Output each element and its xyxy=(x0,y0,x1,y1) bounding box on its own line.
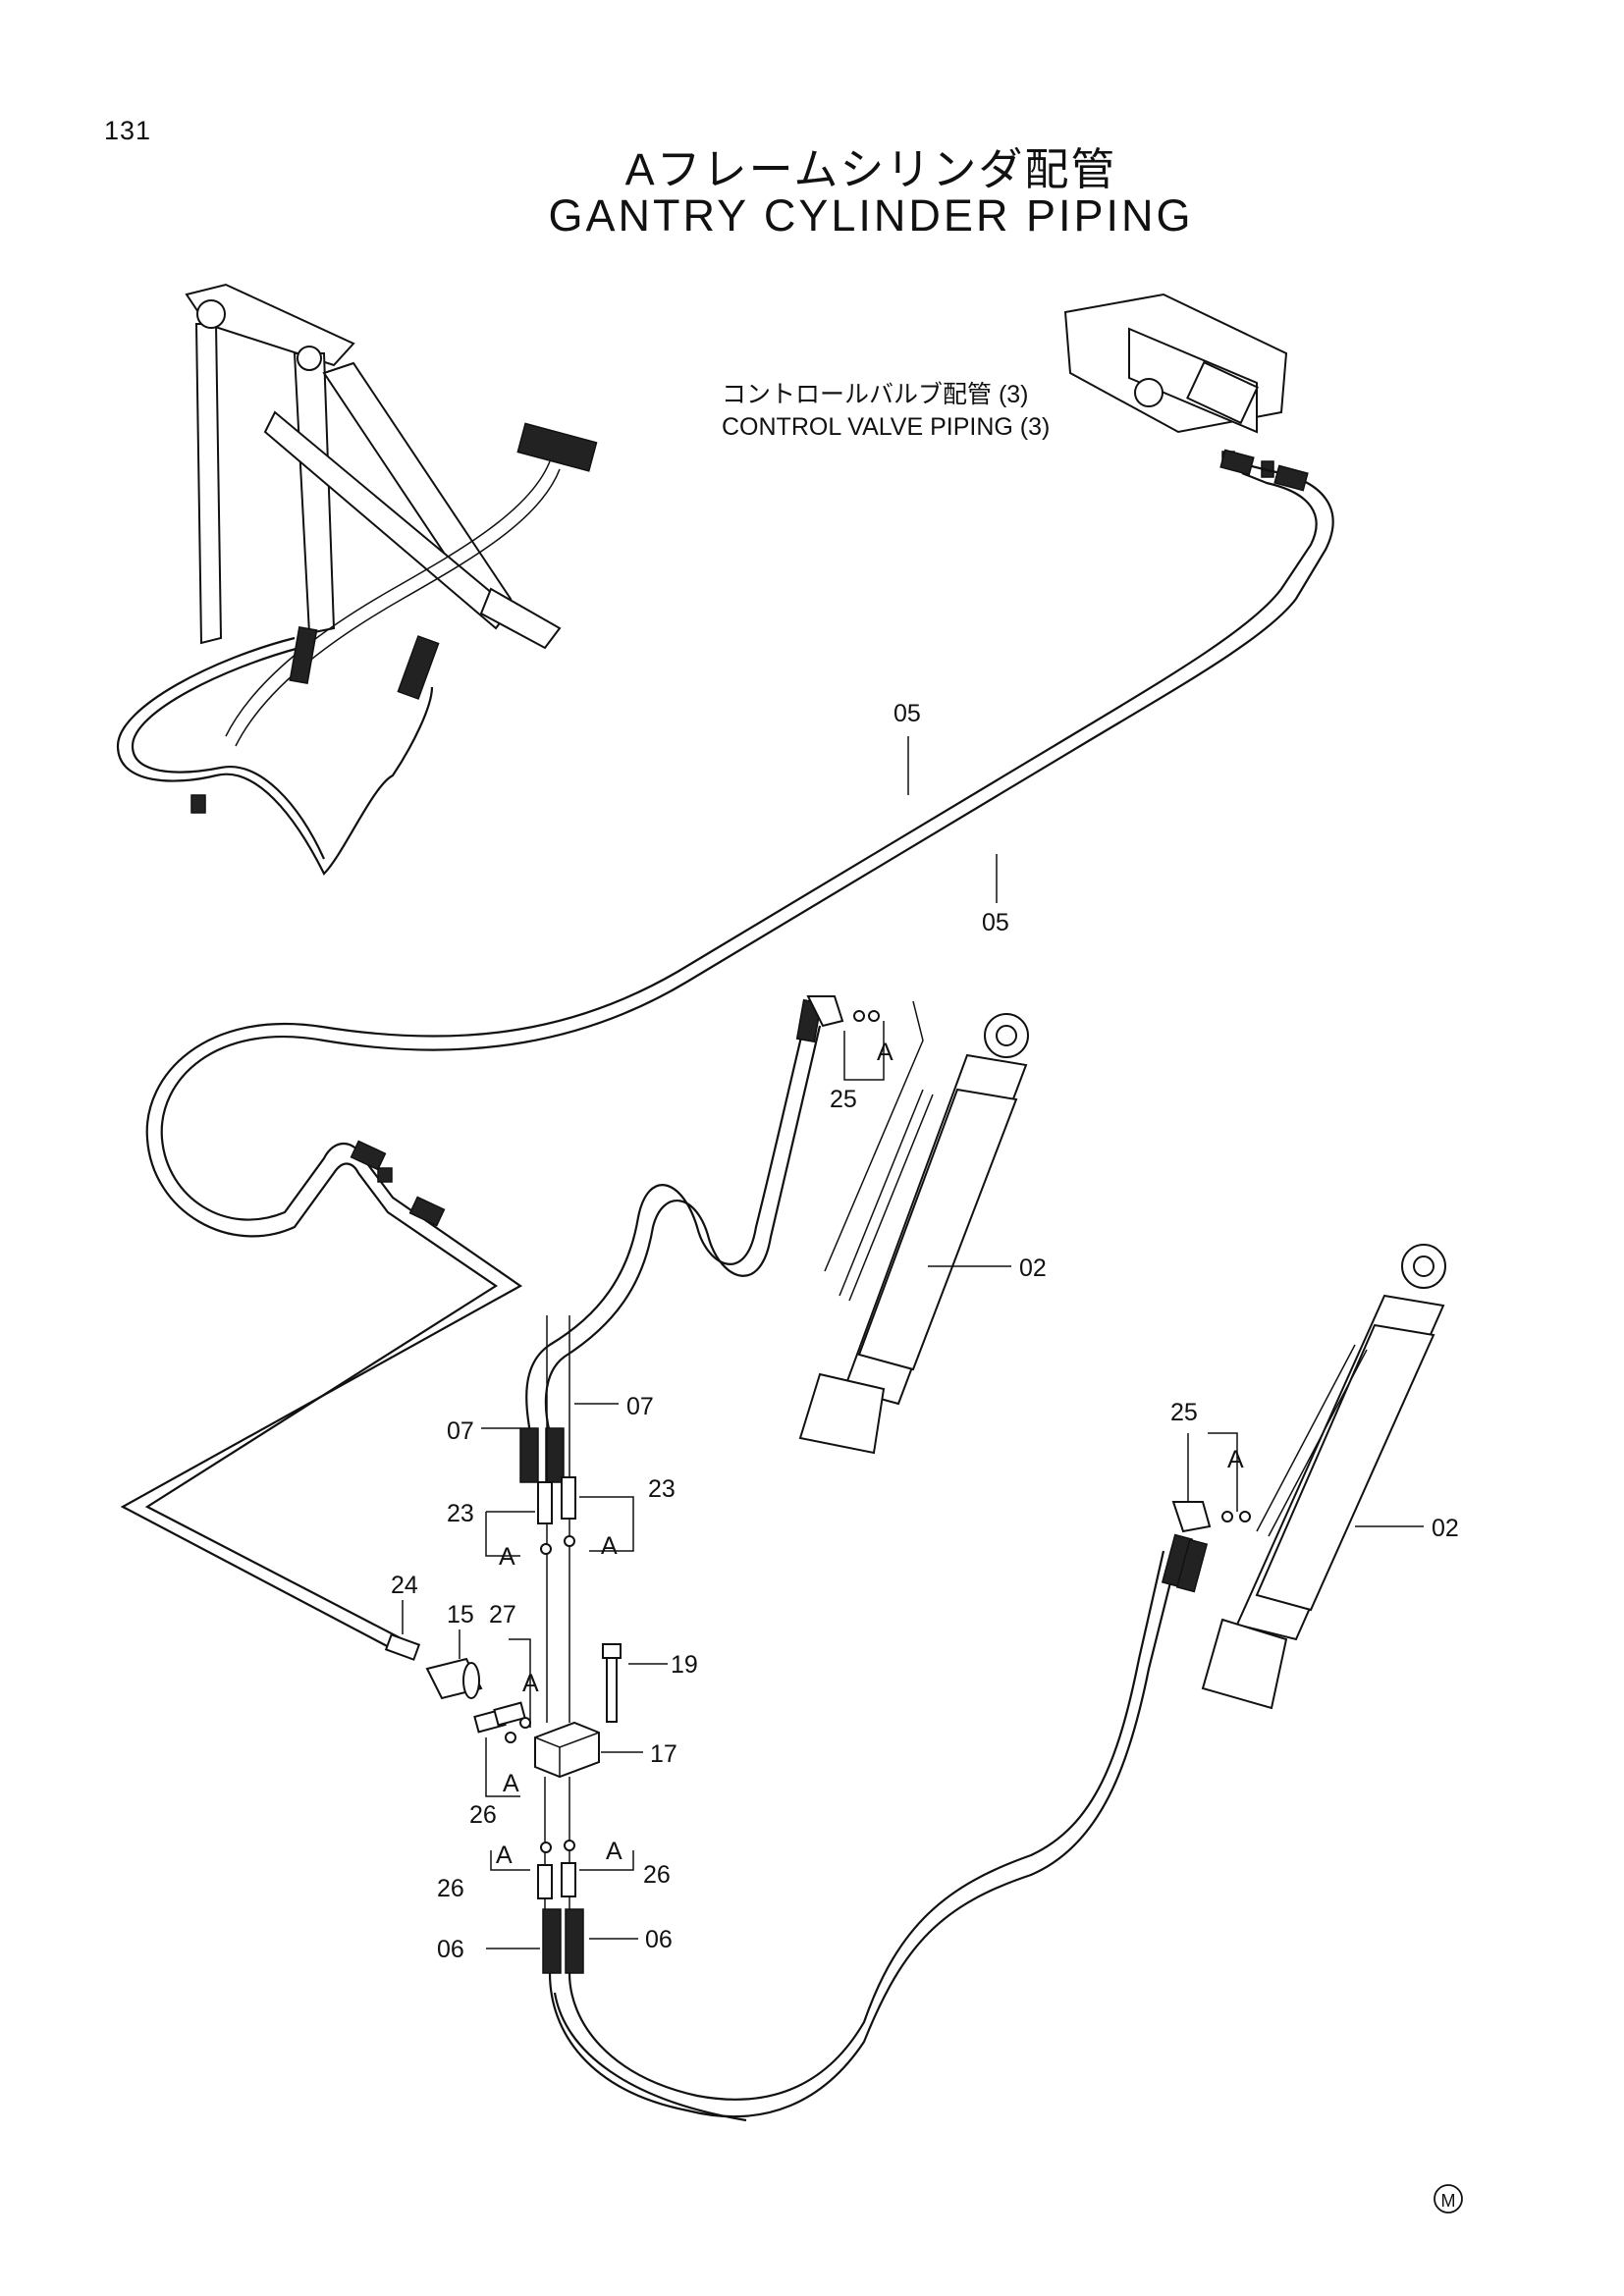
view-mark-a-7: A xyxy=(496,1842,513,1869)
reference-label-jp: コントロールバルブ配管 (3) xyxy=(722,381,1029,408)
aframe-overview-illustration xyxy=(116,283,598,876)
bolt-19 xyxy=(602,1643,622,1723)
callout-27: 27 xyxy=(489,1601,516,1629)
leader-lines xyxy=(402,736,1424,1949)
check-valve-15 xyxy=(425,1657,483,1700)
callout-05-lower: 05 xyxy=(982,909,1009,936)
callout-26-lower-right: 26 xyxy=(643,1861,671,1889)
callout-23-left: 23 xyxy=(447,1500,474,1527)
hose-07-pair xyxy=(519,998,823,1483)
callout-17: 17 xyxy=(650,1740,677,1768)
pipe-05-fittings xyxy=(350,449,1309,1227)
callout-19: 19 xyxy=(671,1651,698,1679)
view-mark-a-8: A xyxy=(606,1838,623,1865)
callout-25-upper: 25 xyxy=(830,1086,857,1113)
view-mark-a-1: A xyxy=(877,1039,893,1066)
callout-05-upper: 05 xyxy=(893,700,921,727)
callout-26-upper-left: 26 xyxy=(469,1801,497,1829)
manifold-block xyxy=(534,1315,600,1909)
title-english: GANTRY CYLINDER PIPING xyxy=(548,190,1194,240)
callout-06-right: 06 xyxy=(645,1926,673,1953)
view-mark-a-4: A xyxy=(601,1532,618,1560)
corner-mark: M xyxy=(1434,2184,1463,2214)
connectors-26-27 xyxy=(473,1701,531,1743)
callout-07-left: 07 xyxy=(447,1417,474,1445)
elbow-fitting-upper xyxy=(806,995,880,1028)
view-mark-a-2: A xyxy=(1227,1446,1244,1473)
callout-06-left: 06 xyxy=(437,1936,464,1963)
page-number: 131 xyxy=(104,116,152,145)
elbow-fitting-lower xyxy=(1171,1501,1251,1533)
reference-label-en: CONTROL VALVE PIPING (3) xyxy=(722,413,1050,441)
gantry-cylinder-lower xyxy=(1201,1244,1446,1710)
view-mark-a-5: A xyxy=(522,1670,539,1697)
title-japanese: Aフレームシリンダ配管 xyxy=(624,144,1117,194)
pipe-05-pair xyxy=(120,459,1334,1650)
callout-24: 24 xyxy=(391,1572,418,1599)
hose-06-pair xyxy=(542,1533,1209,2122)
callout-15: 15 xyxy=(447,1601,474,1629)
adapter-fittings xyxy=(537,1476,576,1899)
corner-mark-letter: M xyxy=(1441,2191,1456,2211)
callout-26-lower-left: 26 xyxy=(437,1875,464,1902)
callout-23-right: 23 xyxy=(648,1475,676,1503)
gantry-cylinder-upper xyxy=(798,1000,1029,1455)
callout-07-right: 07 xyxy=(626,1393,654,1420)
view-mark-a-6: A xyxy=(503,1770,519,1797)
connector-24 xyxy=(384,1633,421,1661)
callout-02-upper: 02 xyxy=(1019,1255,1047,1282)
callout-25-lower: 25 xyxy=(1170,1399,1198,1426)
callout-02-lower: 02 xyxy=(1432,1515,1459,1542)
view-mark-a-3: A xyxy=(499,1543,515,1571)
control-valve-illustration xyxy=(1063,293,1288,478)
